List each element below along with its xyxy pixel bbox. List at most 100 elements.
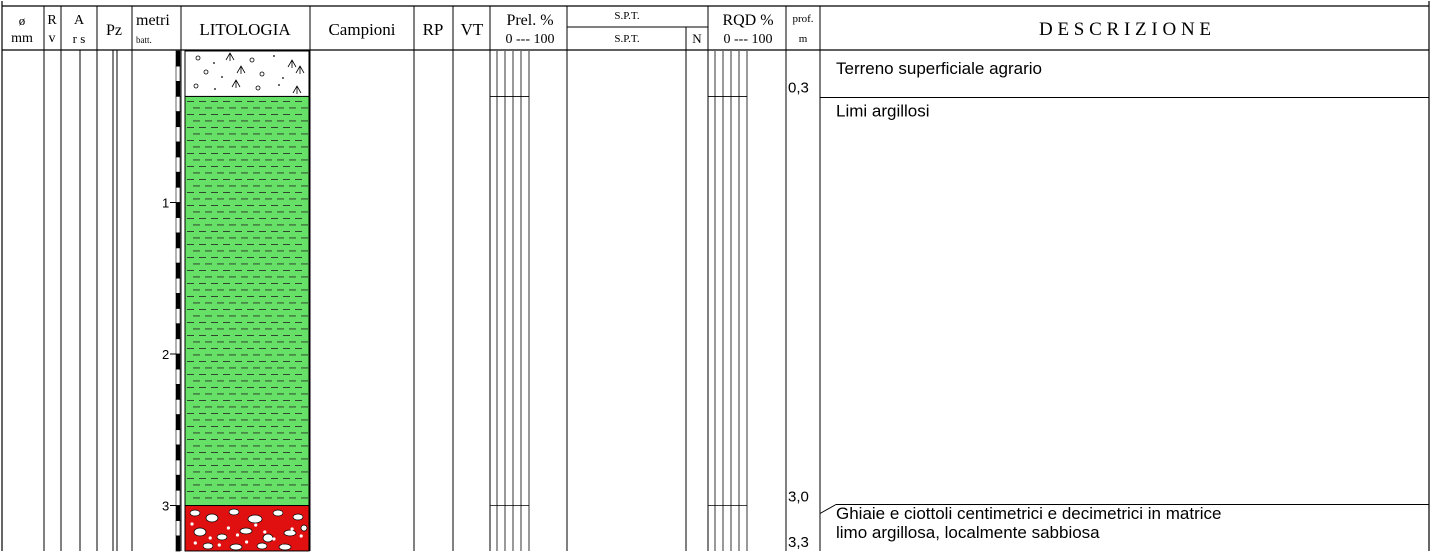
- scale-segment: [175, 277, 181, 294]
- scale-segment: [175, 459, 181, 476]
- scale-segment: [175, 202, 181, 218]
- scale-tick-label: 3: [162, 499, 169, 514]
- header-campioni: Campioni: [328, 20, 395, 39]
- gravel-grain: [190, 522, 194, 526]
- header-descrizione: D E S C R I Z I O N E: [1039, 19, 1211, 40]
- gravel-grain: [235, 533, 240, 537]
- gravel-pebble: [300, 524, 308, 532]
- scale-segment: [175, 414, 181, 431]
- percentage-grids: [490, 51, 748, 551]
- grass-tuft: [287, 59, 297, 68]
- header-spt-top: S.P.T.: [614, 10, 639, 22]
- gravel-grain: [281, 544, 285, 548]
- gravel-grain: [193, 541, 197, 545]
- header-ars-bottom: r s: [73, 31, 86, 46]
- header-rqd: RQD %: [722, 12, 773, 29]
- gravel-grain: [263, 530, 267, 534]
- header-metri: metri: [136, 12, 170, 29]
- header-spt-bottom: S.P.T.: [614, 33, 639, 45]
- scale-segment: [175, 444, 181, 461]
- soil-grain: [195, 55, 201, 61]
- scale-segment: [175, 96, 181, 112]
- gravel-pebble: [262, 533, 274, 543]
- soil-dot: [278, 84, 280, 86]
- gravel-grain: [254, 523, 258, 527]
- scale-segment: [175, 535, 181, 552]
- gravel-grain: [272, 537, 276, 541]
- scale-segment: [175, 520, 181, 537]
- scale-segment: [175, 368, 181, 385]
- soil-dot: [221, 76, 223, 78]
- layer-description: limo argillosa, localmente sabbiosa: [836, 523, 1100, 542]
- header-prel-range: 0 --- 100: [506, 32, 555, 47]
- scale-segment: [175, 490, 181, 506]
- gravel-grain: [290, 527, 294, 531]
- scale-segment: [175, 156, 181, 173]
- grass-tuft: [295, 65, 305, 74]
- scale-segment: [175, 232, 181, 249]
- header-rv-top: R: [47, 13, 57, 28]
- gravel-pebble: [278, 543, 292, 551]
- layer-fill: [184, 95, 310, 506]
- scale-segment: [175, 247, 181, 264]
- scale-segment: [175, 353, 181, 370]
- gravel-pebble: [292, 513, 304, 521]
- header-ars-top: A: [74, 13, 85, 28]
- layer-description: Terreno superficiale agrario: [836, 59, 1042, 78]
- lithology-layer: [184, 50, 310, 97]
- scale-segment: [175, 399, 181, 415]
- layer-description: Ghiaie e ciottoli centimetrici e decimet…: [836, 504, 1221, 523]
- gravel-grain: [217, 543, 221, 547]
- header-litologia: LITOLOGIA: [199, 20, 291, 39]
- grass-tuft: [236, 65, 246, 74]
- scale-segment: [175, 50, 181, 67]
- scale-segment: [175, 505, 181, 521]
- prel-grid: [490, 51, 530, 551]
- grass-tuft: [225, 52, 235, 61]
- column-dividers: [43, 6, 821, 551]
- gravel-pebble: [239, 527, 253, 535]
- header-diam-unit: mm: [11, 31, 33, 46]
- gravel-grain: [226, 526, 230, 530]
- depth-label: 3,0: [788, 489, 809, 506]
- gravel-pebble: [283, 529, 297, 537]
- scale-segment: [175, 126, 181, 143]
- gravel-grain: [299, 534, 303, 538]
- gravel-pebble: [229, 543, 243, 551]
- gravel-pebble: [202, 542, 214, 550]
- scale-segment: [175, 262, 181, 279]
- header-vt: VT: [461, 20, 484, 39]
- header-prel: Prel. %: [506, 12, 553, 29]
- lithology-layer: [184, 505, 310, 552]
- header-rp: RP: [423, 20, 444, 39]
- header-row: ø mm R v A r s Pz metri batt. LITOLOGIA …: [11, 10, 1211, 47]
- lithology-column: [184, 50, 310, 552]
- scale-tick-label: 1: [162, 196, 169, 211]
- scale-segment: [175, 217, 181, 234]
- gravel-grain: [245, 540, 249, 544]
- gravel-grain: [199, 529, 203, 533]
- lithology-layer: [184, 95, 310, 506]
- scale-segment: [175, 308, 181, 324]
- scale-segment: [175, 338, 181, 355]
- gravel-grain: [208, 536, 212, 540]
- gravel-pebble: [216, 533, 228, 541]
- gravel-pebble: [256, 542, 268, 550]
- depth-label: 3,3: [788, 534, 809, 551]
- layer-fill: [184, 50, 310, 97]
- header-spt-n: N: [692, 31, 702, 46]
- gravel-pebble: [247, 514, 263, 524]
- soil-dot: [282, 77, 284, 79]
- grass-tuft: [292, 85, 302, 94]
- soil-dot: [273, 55, 275, 57]
- scale-segment: [175, 323, 181, 340]
- scale-segment: [175, 111, 181, 128]
- rqd-grid: [708, 51, 748, 551]
- header-pz: Pz: [106, 22, 122, 39]
- header-metri-batt: batt.: [136, 35, 152, 45]
- scale-segment: [175, 429, 181, 446]
- scale-segment: [175, 81, 181, 97]
- depth-scale-bar: 123: [162, 50, 181, 552]
- layer-boundary-connector: [819, 504, 837, 514]
